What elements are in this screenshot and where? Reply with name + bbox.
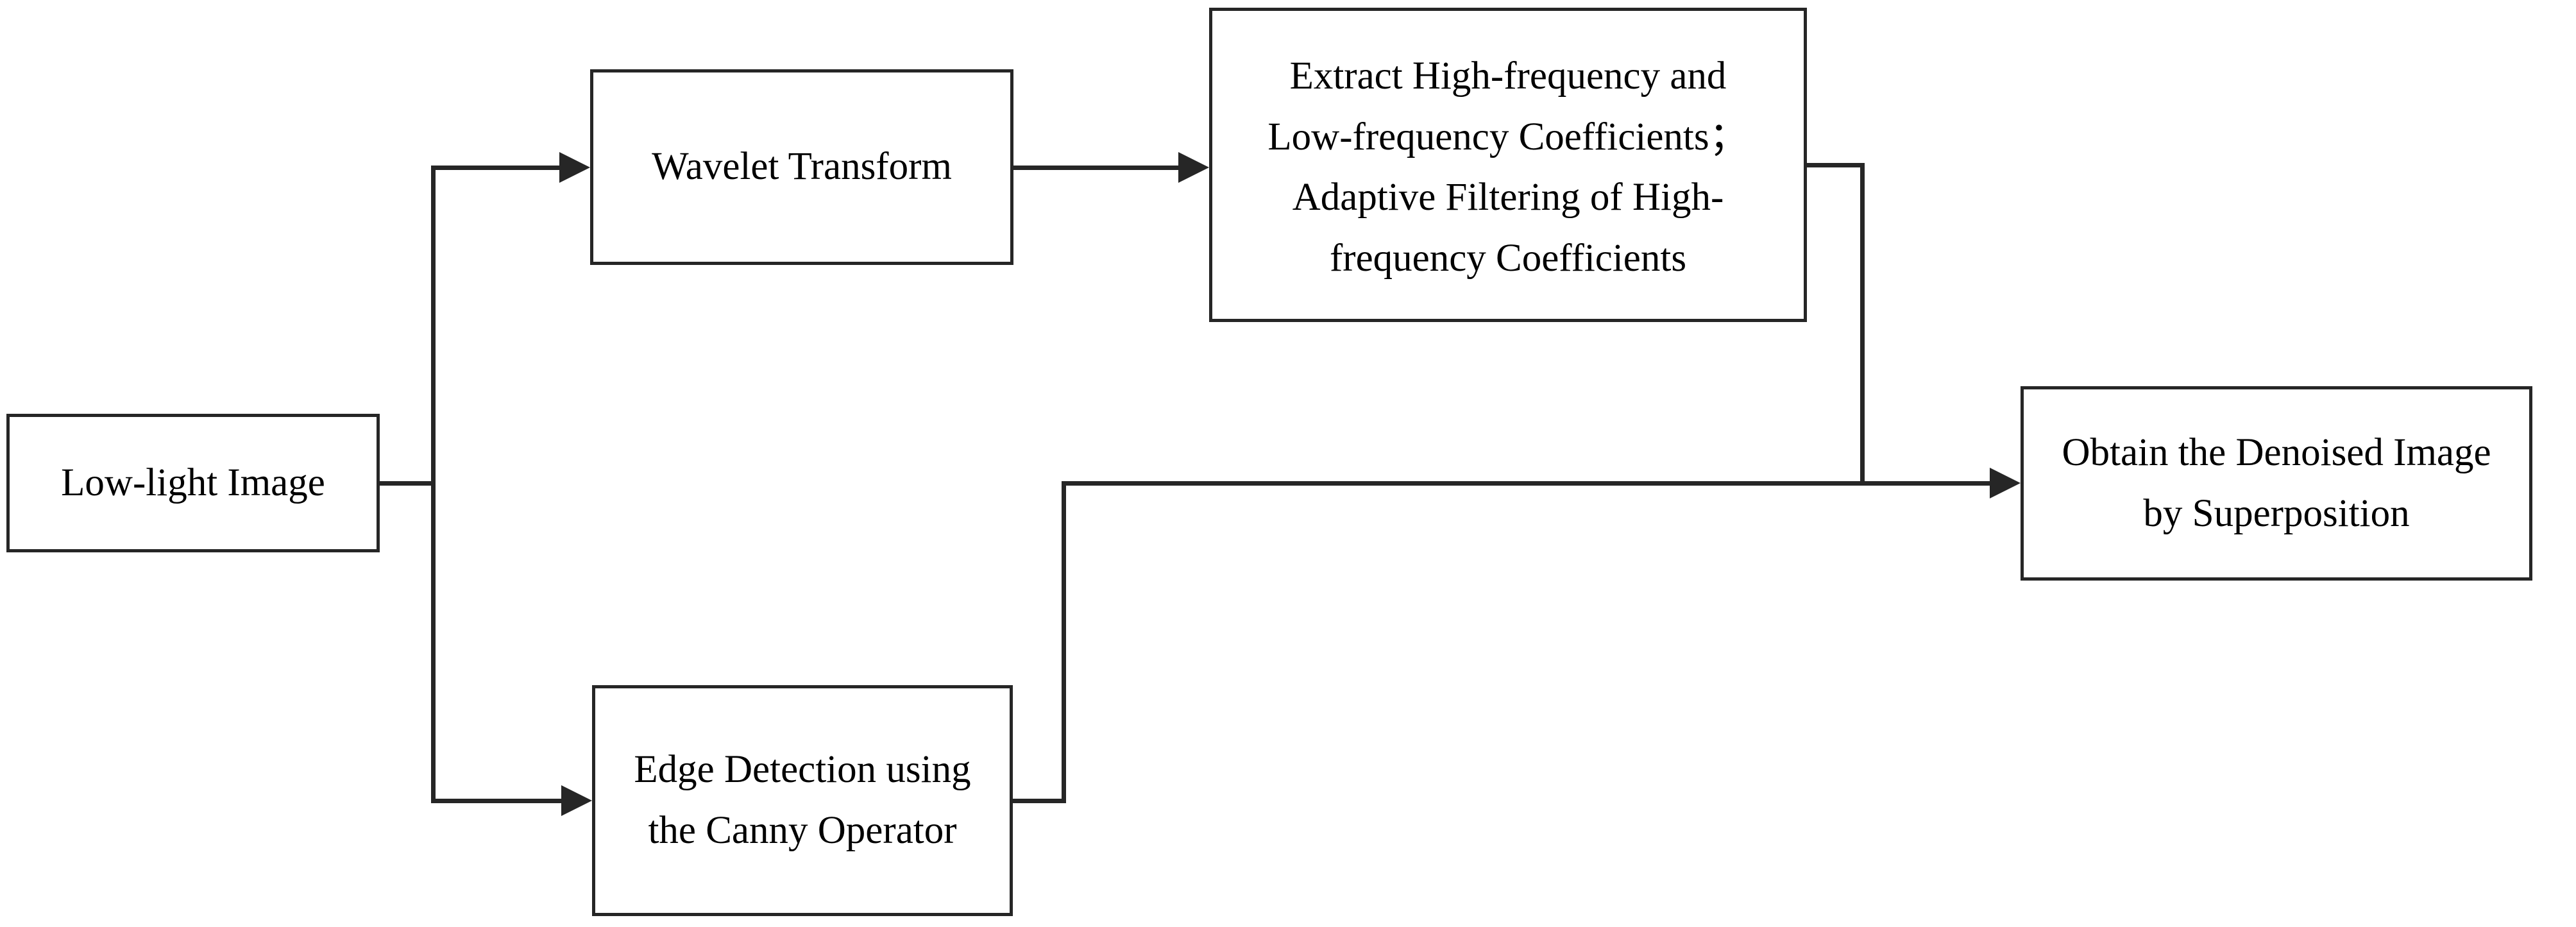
flow-node-low-light-image: Low-light Image (6, 414, 380, 552)
connector-edge-exit-horizontal (1013, 799, 1066, 803)
node-label-line: Edge Detection using (634, 748, 971, 792)
node-label-line: Low-light Image (61, 461, 325, 504)
node-label-line: Extract High-frequency and (1289, 55, 1727, 98)
connector-wavelet-to-extract (1013, 166, 1181, 170)
connector-edge-riser-vertical (1062, 481, 1066, 803)
node-label-line: Low-frequency Coefficients； (1267, 115, 1749, 158)
node-label-line: the Canny Operator (648, 809, 957, 852)
connector-branch-vertical (431, 166, 436, 803)
node-label-line: Wavelet Transform (652, 145, 952, 189)
connector-branch-to-edge (431, 799, 564, 803)
flow-node-wavelet-transform: Wavelet Transform (590, 69, 1013, 265)
connector-extract-exit-horizontal (1807, 163, 1865, 167)
arrow-right-icon (1178, 152, 1209, 183)
connector-lowlight-to-branch (380, 481, 436, 486)
arrow-right-icon (561, 785, 592, 816)
flow-node-edge-detection: Edge Detection using the Canny Operator (592, 685, 1013, 916)
flow-node-obtain-denoised-image: Obtain the Denoised Image by Superpositi… (2021, 386, 2532, 581)
node-label-line: Obtain the Denoised Image (2062, 430, 2491, 474)
node-label-line: Adaptive Filtering of High- (1292, 176, 1724, 219)
connector-branch-to-wavelet (431, 166, 562, 170)
connector-main-to-obtain (1062, 481, 1992, 486)
arrow-right-icon (1990, 468, 2021, 498)
connector-extract-drop-vertical (1860, 163, 1865, 486)
node-label-line: by Superposition (2143, 491, 2410, 535)
node-label-line: frequency Coefficients (1329, 236, 1687, 280)
arrow-right-icon (559, 152, 590, 183)
flow-node-extract-coefficients: Extract High-frequency and Low-frequency… (1209, 8, 1807, 322)
